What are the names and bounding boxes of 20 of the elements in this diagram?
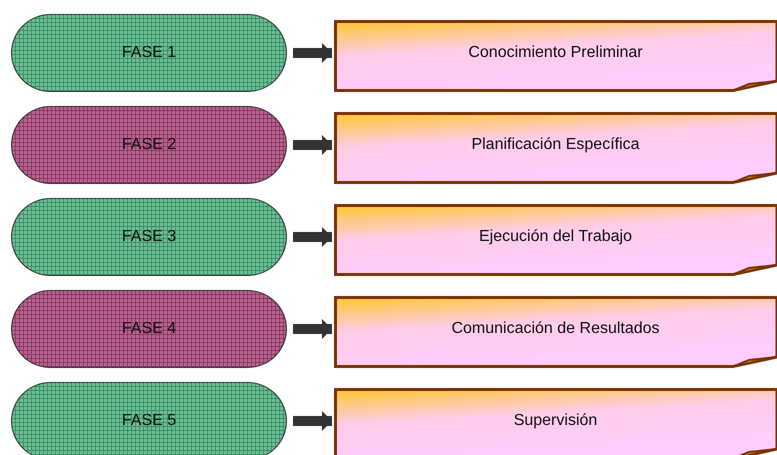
phase-label: FASE 5 [122,412,176,430]
step-label: Conocimiento Preliminar [468,44,643,62]
step-card [334,204,777,276]
phase-label: FASE 4 [122,320,176,338]
step-label: Comunicación de Resultados [451,320,660,338]
block-arrow [293,227,332,247]
step-card [334,296,777,368]
step-card [334,112,777,184]
phase-label: FASE 3 [122,228,176,246]
block-arrow [293,135,332,155]
step-card [334,20,777,92]
phase-label: FASE 1 [122,44,176,62]
block-arrow [293,43,332,63]
step-label: Ejecución del Trabajo [479,228,632,246]
step-card [334,388,777,455]
phase-label: FASE 2 [122,136,176,154]
block-arrow [293,411,332,431]
step-label: Planificación Específica [471,136,640,154]
step-label: Supervisión [514,412,598,430]
block-arrow [293,319,332,339]
